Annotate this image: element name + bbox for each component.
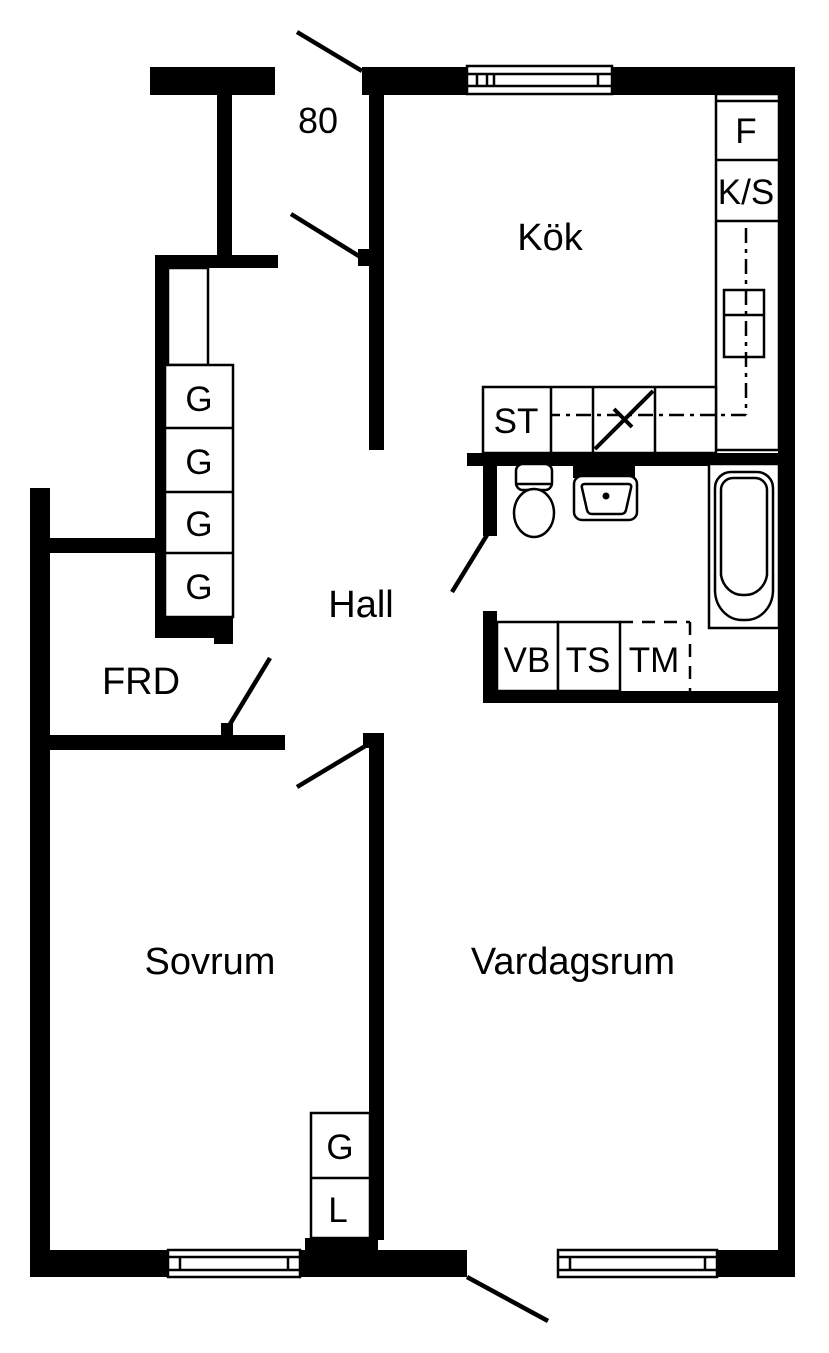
washbasin-icon bbox=[572, 474, 639, 522]
entry-door-width-label: 80 bbox=[298, 100, 338, 141]
wall-bath-left-lower bbox=[483, 611, 497, 703]
fridge-cool-label: K/S bbox=[718, 173, 774, 212]
room-label-hall: Hall bbox=[328, 584, 393, 626]
wardrobe-label: G bbox=[185, 505, 212, 544]
toilet-icon bbox=[512, 462, 556, 539]
wall-bath-bottom bbox=[483, 691, 793, 703]
kitchen-counter-right bbox=[714, 92, 781, 452]
stove-icon bbox=[593, 389, 655, 451]
door-swings bbox=[225, 30, 550, 1323]
wardrobe-base-block bbox=[305, 1238, 378, 1252]
wardrobe-label: G bbox=[326, 1128, 353, 1167]
linen-closet-label: L bbox=[328, 1191, 347, 1230]
entry-door-hinge-block bbox=[358, 249, 370, 266]
cleaning-cupboard-label: ST bbox=[494, 402, 539, 441]
room-label-bedroom: Sovrum bbox=[145, 941, 276, 983]
wall-bedroom-hall bbox=[369, 733, 384, 1240]
washing-machine-label: TM bbox=[629, 641, 680, 680]
living-room-window bbox=[556, 1248, 719, 1279]
wall-bath-left-upper bbox=[483, 466, 497, 536]
wall-bedroom-top bbox=[50, 735, 285, 750]
wall-segment bbox=[155, 617, 233, 638]
entry-door-leaf-outer bbox=[295, 30, 364, 73]
wall-segment-right bbox=[778, 67, 795, 1277]
tm-box-dashed bbox=[620, 620, 692, 691]
hall-niche bbox=[166, 266, 210, 367]
wardrobe-label: G bbox=[185, 380, 212, 419]
water-heater-label: VB bbox=[504, 641, 551, 680]
wardrobe-label: G bbox=[185, 443, 212, 482]
wall-frd-stub bbox=[50, 538, 157, 553]
kitchen-window bbox=[465, 64, 614, 96]
room-label-kitchen: Kök bbox=[517, 217, 583, 259]
kitchen-counter-bottom bbox=[481, 385, 718, 455]
room-label-living-room: Vardagsrum bbox=[471, 941, 675, 983]
bedroom-door-hinge-block bbox=[363, 733, 384, 748]
hall-wardrobe-column bbox=[163, 363, 235, 619]
entry-door-leaf-inner bbox=[289, 212, 364, 260]
bedroom-door-leaf bbox=[295, 743, 369, 789]
bedroom-wardrobe-column bbox=[309, 1111, 372, 1240]
frd-door-leaf bbox=[225, 656, 272, 731]
wall-segment bbox=[214, 630, 233, 644]
wall-segment bbox=[217, 95, 232, 257]
wardrobe-label: G bbox=[185, 568, 212, 607]
bathtub-icon bbox=[707, 462, 781, 630]
labels: Kök Hall FRD Sovrum Vardagsrum 80 F K/S … bbox=[102, 100, 774, 1230]
drying-cabinet-label: TS bbox=[566, 641, 611, 680]
wall-segment bbox=[150, 67, 275, 95]
counter-centerline bbox=[551, 228, 748, 417]
bedroom-window bbox=[166, 1248, 302, 1279]
wall-bottom-3 bbox=[717, 1250, 793, 1277]
wall-bottom-2 bbox=[300, 1250, 467, 1277]
bathroom-cabinet-row bbox=[495, 620, 692, 693]
wall-segment bbox=[155, 255, 278, 268]
kitchen-sink bbox=[722, 288, 766, 359]
bathroom-door-leaf bbox=[450, 533, 489, 594]
freezer-label: F bbox=[735, 112, 756, 151]
wall-bottom-1 bbox=[30, 1250, 168, 1277]
wall-segment-left bbox=[30, 488, 50, 1277]
wall-hall-kitchen bbox=[369, 90, 384, 450]
ts-box bbox=[556, 620, 622, 693]
room-label-storage: FRD bbox=[102, 661, 180, 703]
balcony-door-leaf bbox=[465, 1275, 550, 1323]
